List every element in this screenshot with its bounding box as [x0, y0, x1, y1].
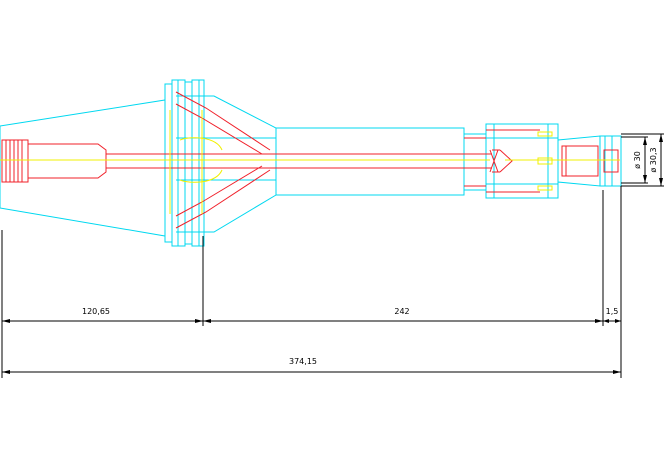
tool-tip-lines — [604, 136, 613, 186]
pull-stud — [1, 139, 29, 183]
dimension-d3-label: 1,5 — [606, 307, 619, 316]
bore-x-mark — [489, 149, 499, 173]
step-section — [463, 133, 487, 191]
flange-plate-5 — [191, 79, 200, 247]
arrow-dia-inner-bottom — [643, 175, 647, 183]
dimension-dia-inner-label: ø 30 — [633, 151, 642, 169]
arrow-d2-left — [203, 319, 211, 323]
flange-plate-3 — [177, 79, 186, 247]
dimension-total-label: 374,15 — [289, 357, 317, 366]
collet-nut — [485, 123, 559, 199]
arrow-total-right — [613, 370, 621, 374]
dimension-group: 120,65 242 1,5 374,15 ø 30 ø 30,3 — [1, 133, 664, 378]
tool-tip — [599, 135, 622, 187]
arrow-d2-right — [595, 319, 603, 323]
arrow-total-left — [2, 370, 10, 374]
centerline-group — [0, 110, 620, 214]
coolant-channel-lower — [175, 165, 271, 229]
bore-end — [492, 149, 513, 173]
tool-holder-outline — [0, 79, 622, 247]
tool-tip-detail — [603, 149, 619, 173]
tool-shank — [557, 135, 601, 187]
extension-body — [275, 127, 465, 196]
flange-plate-1 — [164, 83, 173, 243]
arrow-d1-left — [2, 319, 10, 323]
tool-shank-detail — [561, 145, 599, 177]
arrow-dia-outer-top — [659, 134, 663, 142]
dimension-dia-outer-label: ø 30,3 — [649, 147, 658, 172]
dimension-d2-label: 242 — [394, 307, 409, 316]
flange-plate-6 — [198, 79, 205, 247]
arrow-d3-right — [615, 319, 621, 323]
central-bore — [106, 153, 492, 169]
arrow-d3-left — [603, 319, 609, 323]
pull-stud-threads — [5, 140, 23, 182]
coolant-channel-upper — [175, 91, 271, 155]
arrow-d1-right — [195, 319, 203, 323]
dimension-d1-label: 120,65 — [82, 307, 110, 316]
collet-nut-detail — [486, 124, 558, 198]
taper-lines — [169, 110, 203, 214]
collet-detail — [464, 129, 540, 193]
arrow-dia-inner-top — [643, 137, 647, 145]
arrow-dia-outer-bottom — [659, 178, 663, 186]
collet-slots — [537, 131, 553, 191]
hub-inner — [176, 95, 276, 233]
hub-taper — [204, 95, 277, 233]
pull-stud-body — [28, 143, 107, 179]
